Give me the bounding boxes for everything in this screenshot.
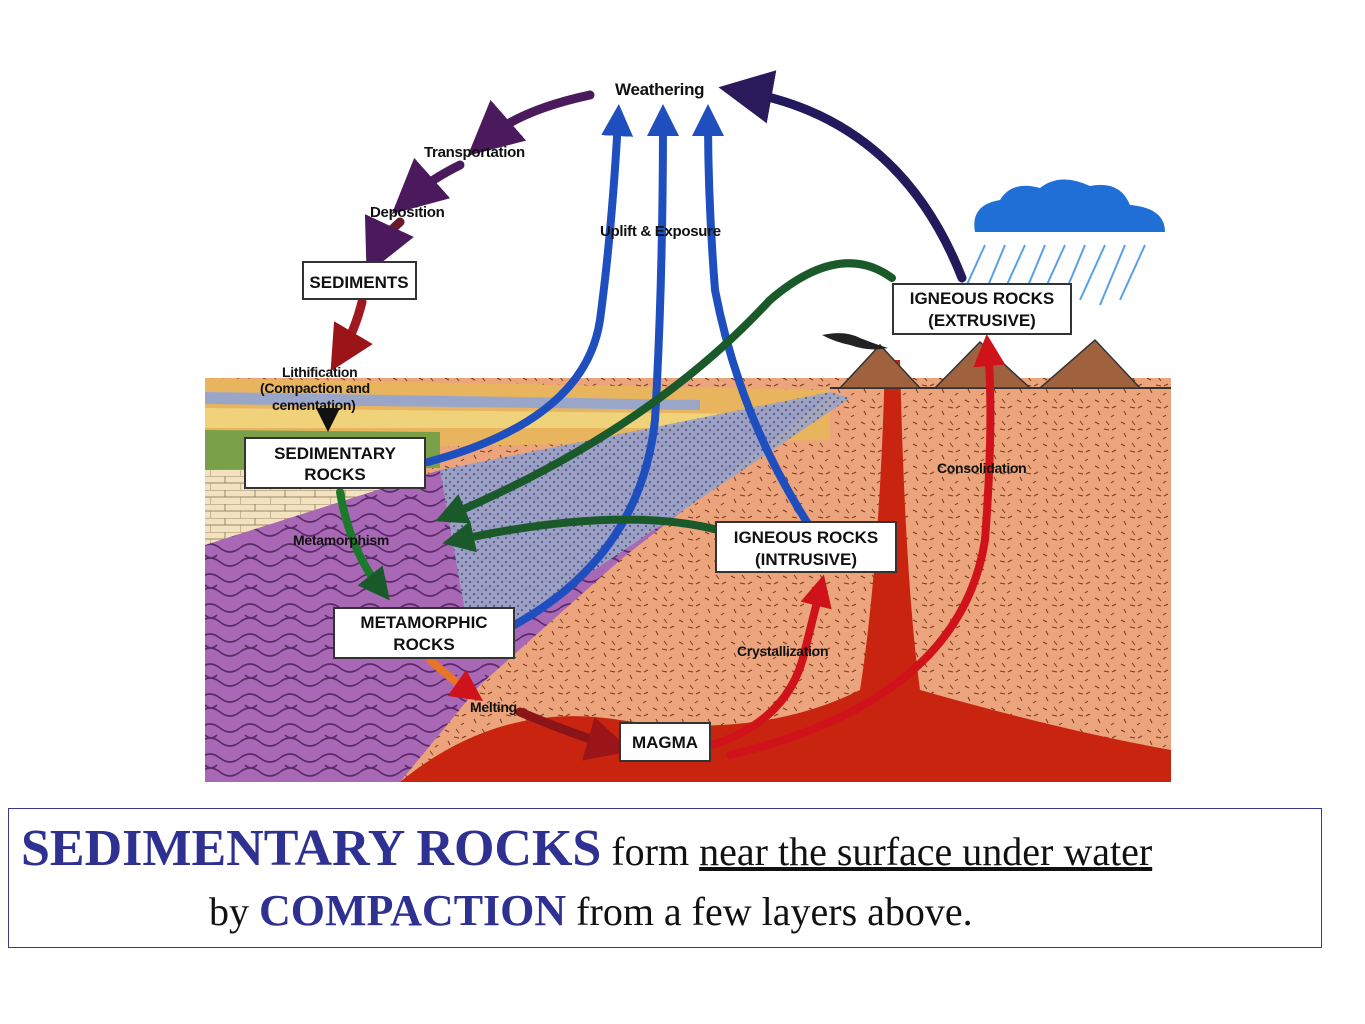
label-lithification: Lithification: [282, 364, 357, 380]
arrow-metamorphic-melting: [426, 656, 484, 702]
label-melting: Melting: [470, 699, 517, 715]
arrow-melting-magma: [515, 707, 632, 761]
box-metamorphic-rocks: METAMORPHIC ROCKS: [333, 607, 515, 659]
caption-text-by: by: [209, 889, 249, 934]
box-igneous-intrusive: IGNEOUS ROCKS (INTRUSIVE): [715, 521, 897, 573]
caption-term-sedimentary-rocks: SEDIMENTARY ROCKS: [21, 820, 602, 877]
label-weathering: Weathering: [615, 80, 704, 99]
label-lithification-detail-1: (Compaction and: [260, 380, 370, 396]
box-igneous-intrusive-line2: (INTRUSIVE): [755, 550, 857, 569]
caption-line-1: SEDIMENTARY ROCKS form near the surface …: [21, 819, 1152, 878]
box-magma-label: MAGMA: [632, 733, 698, 752]
arrow-uplift-1: [424, 104, 634, 466]
box-sedimentary-line2: ROCKS: [304, 465, 365, 484]
caption-text-form: form: [611, 829, 690, 874]
box-igneous-intrusive-line1: IGNEOUS ROCKS: [734, 528, 879, 547]
caption-term-compaction: COMPACTION: [259, 886, 567, 935]
arrow-transportation-deposition: [391, 157, 465, 214]
label-metamorphism: Metamorphism: [293, 532, 389, 548]
arrow-uplift-2: [501, 104, 679, 634]
arrow-intrusive-metamorphic: [442, 515, 722, 553]
box-sedimentary-rocks: SEDIMENTARY ROCKS: [244, 437, 426, 489]
caption-line-2: by COMPACTION from a few layers above.: [209, 885, 973, 936]
label-lithification-detail-2: cementation): [272, 397, 356, 413]
arrow-magma-extrusive: [726, 334, 1006, 759]
label-uplift-exposure: Uplift & Exposure: [600, 223, 721, 240]
arrows: [316, 70, 1006, 761]
mountain-peak: [933, 340, 1032, 389]
arrow-extrusive-weathering: [718, 70, 967, 283]
arrow-sediments-lithification: [330, 297, 373, 372]
label-transportation: Transportation: [424, 144, 525, 161]
box-sediments-label: SEDIMENTS: [309, 273, 408, 292]
box-igneous-extrusive-line2: (EXTRUSIVE): [928, 311, 1036, 330]
arrow-extrusive-metamorphic: [435, 259, 896, 524]
arrow-sedimentary-metamorphic: [336, 488, 390, 601]
box-magma: MAGMA: [619, 722, 711, 762]
arrow-deposition-sediments: [364, 214, 414, 275]
box-sediments: SEDIMENTS: [302, 261, 417, 300]
caption-near-surface: near the surface under water: [699, 829, 1153, 874]
arrow-weathering-transportation: [467, 90, 595, 156]
box-sedimentary-line1: SEDIMENTARY: [274, 444, 397, 463]
box-igneous-extrusive: IGNEOUS ROCKS (EXTRUSIVE): [892, 283, 1072, 335]
mountain-peak: [1038, 338, 1142, 389]
arrow-uplift-3: [692, 104, 816, 534]
smoke-plume: [822, 333, 888, 350]
ground-layers: [205, 333, 1171, 782]
rock-cycle-diagram: Weathering Transportation Deposition Upl…: [205, 70, 1171, 782]
label-consolidation: Consolidation: [937, 460, 1026, 476]
box-igneous-extrusive-line1: IGNEOUS ROCKS: [910, 289, 1055, 308]
label-deposition: Deposition: [370, 204, 445, 221]
box-metamorphic-line1: METAMORPHIC: [360, 613, 487, 632]
arrow-magma-intrusive: [708, 574, 832, 749]
box-metamorphic-line2: ROCKS: [393, 635, 454, 654]
caption-text-layers: from a few layers above.: [576, 889, 973, 934]
label-crystallization: Crystallization: [737, 643, 828, 659]
process-labels: Weathering Transportation Deposition Upl…: [260, 80, 1027, 715]
caption-box: SEDIMENTARY ROCKS form near the surface …: [8, 808, 1322, 948]
rock-boxes: SEDIMENTS SEDIMENTARY ROCKS METAMORPHIC …: [244, 261, 1072, 762]
volcano-peak: [838, 343, 922, 389]
